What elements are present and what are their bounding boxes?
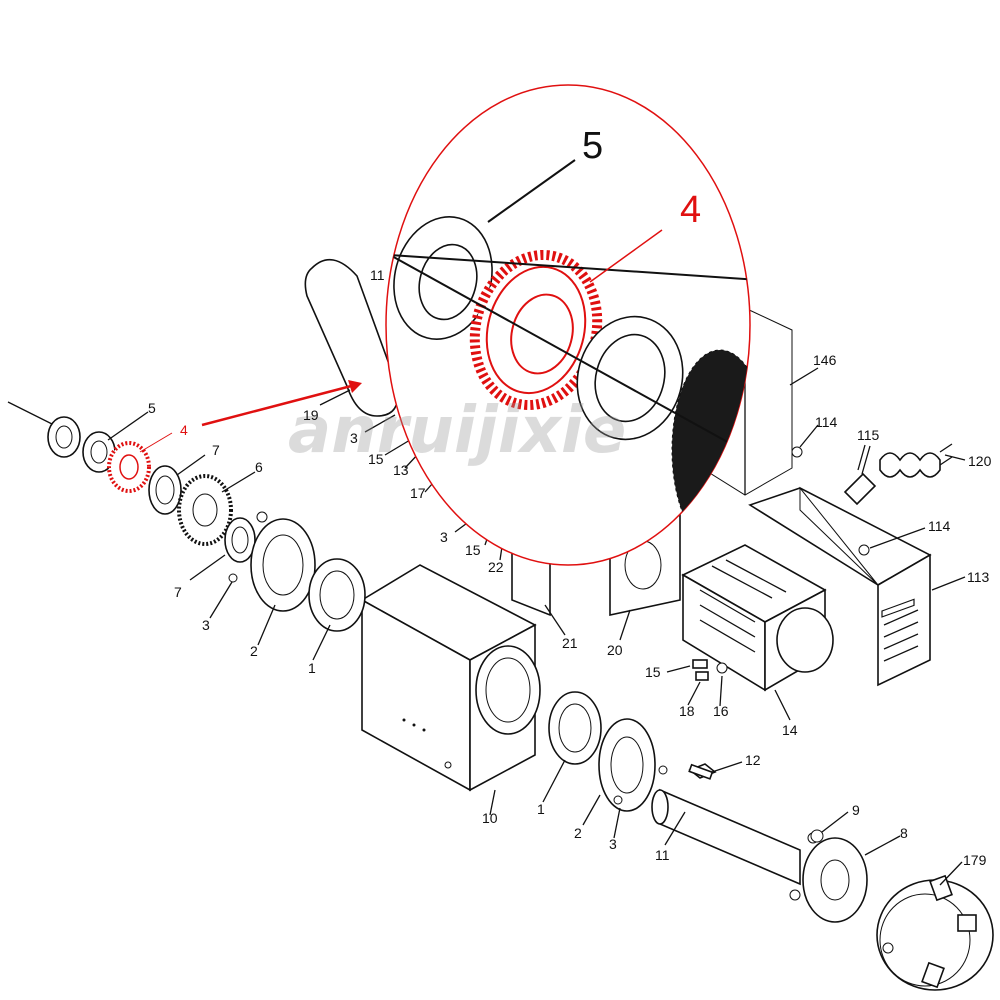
label-3a: 3 xyxy=(202,617,210,633)
label-4: 4 xyxy=(180,422,188,438)
label-22: 22 xyxy=(488,559,504,575)
screw-114a xyxy=(791,446,803,458)
label-114b: 114 xyxy=(928,518,951,534)
nut-5 xyxy=(82,431,116,473)
key-12 xyxy=(688,763,714,780)
label-146: 146 xyxy=(813,352,837,368)
label-179: 179 xyxy=(963,852,987,868)
headstock-housing-10 xyxy=(360,564,541,792)
spindle-11 xyxy=(651,763,801,886)
belt-19 xyxy=(304,258,399,417)
label-3b: 3 xyxy=(350,430,358,446)
label-1b: 1 xyxy=(537,801,545,817)
label-15b: 15 xyxy=(465,542,481,558)
label-16: 16 xyxy=(713,703,729,719)
zoom-nut xyxy=(393,216,493,340)
label-3c: 3 xyxy=(440,529,448,545)
flange-2b xyxy=(598,718,668,812)
bearing-1 xyxy=(308,558,366,632)
nut-9 xyxy=(810,829,824,843)
label-19: 19 xyxy=(303,407,319,423)
part-18 xyxy=(695,671,709,681)
label-120: 120 xyxy=(968,453,992,469)
label-10: 10 xyxy=(482,810,498,826)
label-5: 5 xyxy=(148,400,156,416)
cover-113 xyxy=(748,486,932,687)
screw-114b xyxy=(858,544,870,556)
label-113: 113 xyxy=(967,569,990,585)
label-114a: 114 xyxy=(815,414,838,430)
bushing-7a xyxy=(148,465,182,515)
connector-115 xyxy=(843,445,877,506)
zoom-label-5: 5 xyxy=(582,125,603,167)
zoom-bearing xyxy=(576,315,684,441)
label-9: 9 xyxy=(852,802,860,818)
label-17: 17 xyxy=(410,485,426,501)
label-115: 115 xyxy=(857,427,880,443)
label-12: 12 xyxy=(745,752,761,768)
bearing-1b xyxy=(548,691,602,765)
label-2b: 2 xyxy=(574,825,582,841)
part-15c xyxy=(692,659,708,669)
label-1a: 1 xyxy=(308,660,316,676)
label-3d: 3 xyxy=(609,836,617,852)
zoom-label-4: 4 xyxy=(680,189,701,231)
label-21: 21 xyxy=(562,635,578,651)
label-15a: 15 xyxy=(368,451,384,467)
label-14: 14 xyxy=(782,722,798,738)
label-8: 8 xyxy=(900,825,908,841)
gear-4 xyxy=(107,441,151,493)
label-15c: 15 xyxy=(645,664,661,680)
bushing-7b xyxy=(224,517,256,563)
label-2a: 2 xyxy=(250,643,258,659)
label-6: 6 xyxy=(255,459,263,475)
chuck-179 xyxy=(876,874,994,991)
spring-120 xyxy=(879,443,953,478)
label-11: 11 xyxy=(655,847,670,863)
zoom-callout xyxy=(385,84,751,566)
label-13: 13 xyxy=(393,462,409,478)
flange-8 xyxy=(789,832,868,923)
label-20: 20 xyxy=(607,642,623,658)
highlight-arrow xyxy=(139,380,362,453)
label-7b: 7 xyxy=(174,584,182,600)
nut-5a xyxy=(47,416,81,458)
label-18: 18 xyxy=(679,703,695,719)
flange-2 xyxy=(250,511,316,612)
part-16 xyxy=(716,662,728,674)
label-7a: 7 xyxy=(212,442,220,458)
leader-lines xyxy=(107,367,966,886)
watermark: anruijixie xyxy=(288,394,626,468)
motor-14 xyxy=(681,544,834,692)
screw-3a xyxy=(228,573,238,583)
part-labels: 5 4 11 5 4 7 6 7 3 2 1 19 3 15 13 17 3 1… xyxy=(148,125,992,868)
gear-6 xyxy=(177,474,233,546)
zoom-label-11: 11 xyxy=(370,267,385,283)
